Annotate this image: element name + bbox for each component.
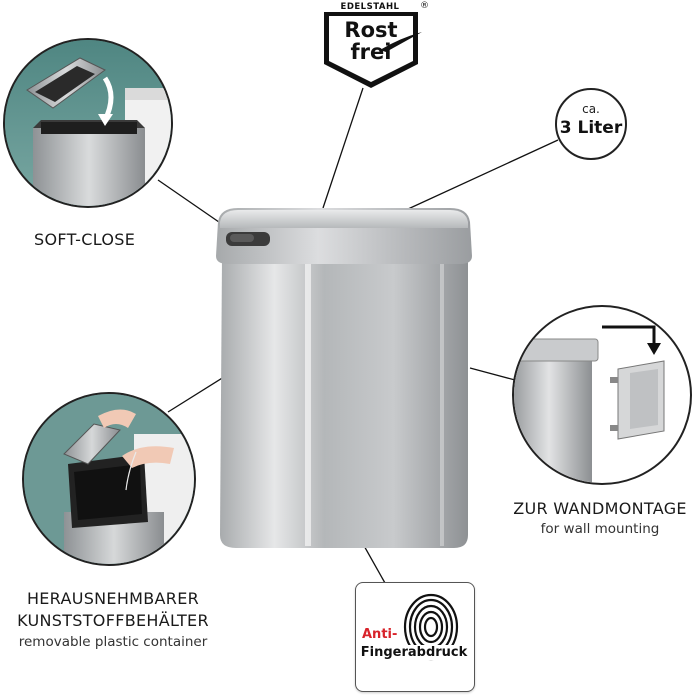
- anti-fingerprint-line1: Anti-: [360, 627, 400, 642]
- badge-line1: Rost: [344, 18, 398, 42]
- leader-line-wall: [469, 367, 516, 381]
- capacity-value: 3 Liter: [559, 118, 623, 138]
- anti-fingerprint-line2: Fingerabdruck: [356, 645, 472, 660]
- container-detail-circle: [22, 392, 196, 566]
- wall-mount-title: ZUR WANDMONTAGE: [513, 499, 687, 518]
- wallmount-detail-circle: [512, 305, 692, 485]
- container-title-line1: HERAUSNEHMBARER: [26, 589, 200, 608]
- badge-registered: ®: [420, 1, 429, 11]
- trash-bin-image: [216, 208, 472, 548]
- softclose-detail-image: [5, 40, 171, 206]
- container-subtitle: removable plastic container: [18, 634, 208, 650]
- leader-line-badge: [322, 87, 364, 209]
- rostfrei-badge: EDELSTAHL ® Rost frei: [318, 1, 430, 90]
- leader-line-capacity: [394, 139, 559, 216]
- wall-mount-subtitle: for wall mounting: [540, 521, 660, 537]
- badge-shield-icon: [324, 12, 418, 88]
- badge-top-text: EDELSTAHL: [318, 2, 422, 12]
- soft-close-label: SOFT-CLOSE: [34, 230, 136, 249]
- capacity-prefix: ca.: [582, 102, 600, 116]
- capacity-circle: ca. 3 Liter: [555, 88, 627, 160]
- softclose-detail-circle: [3, 38, 173, 208]
- trash-bin-product: [210, 200, 480, 555]
- wallmount-detail-image: [514, 325, 665, 483]
- swoosh-icon: [380, 32, 422, 52]
- anti-fingerprint-badge: Anti- Fingerabdruck: [355, 582, 475, 692]
- badge-line2: frei: [350, 40, 392, 64]
- container-detail-image: [24, 394, 194, 564]
- container-title-line2: KUNSTSTOFFBEHÄLTER: [17, 611, 209, 630]
